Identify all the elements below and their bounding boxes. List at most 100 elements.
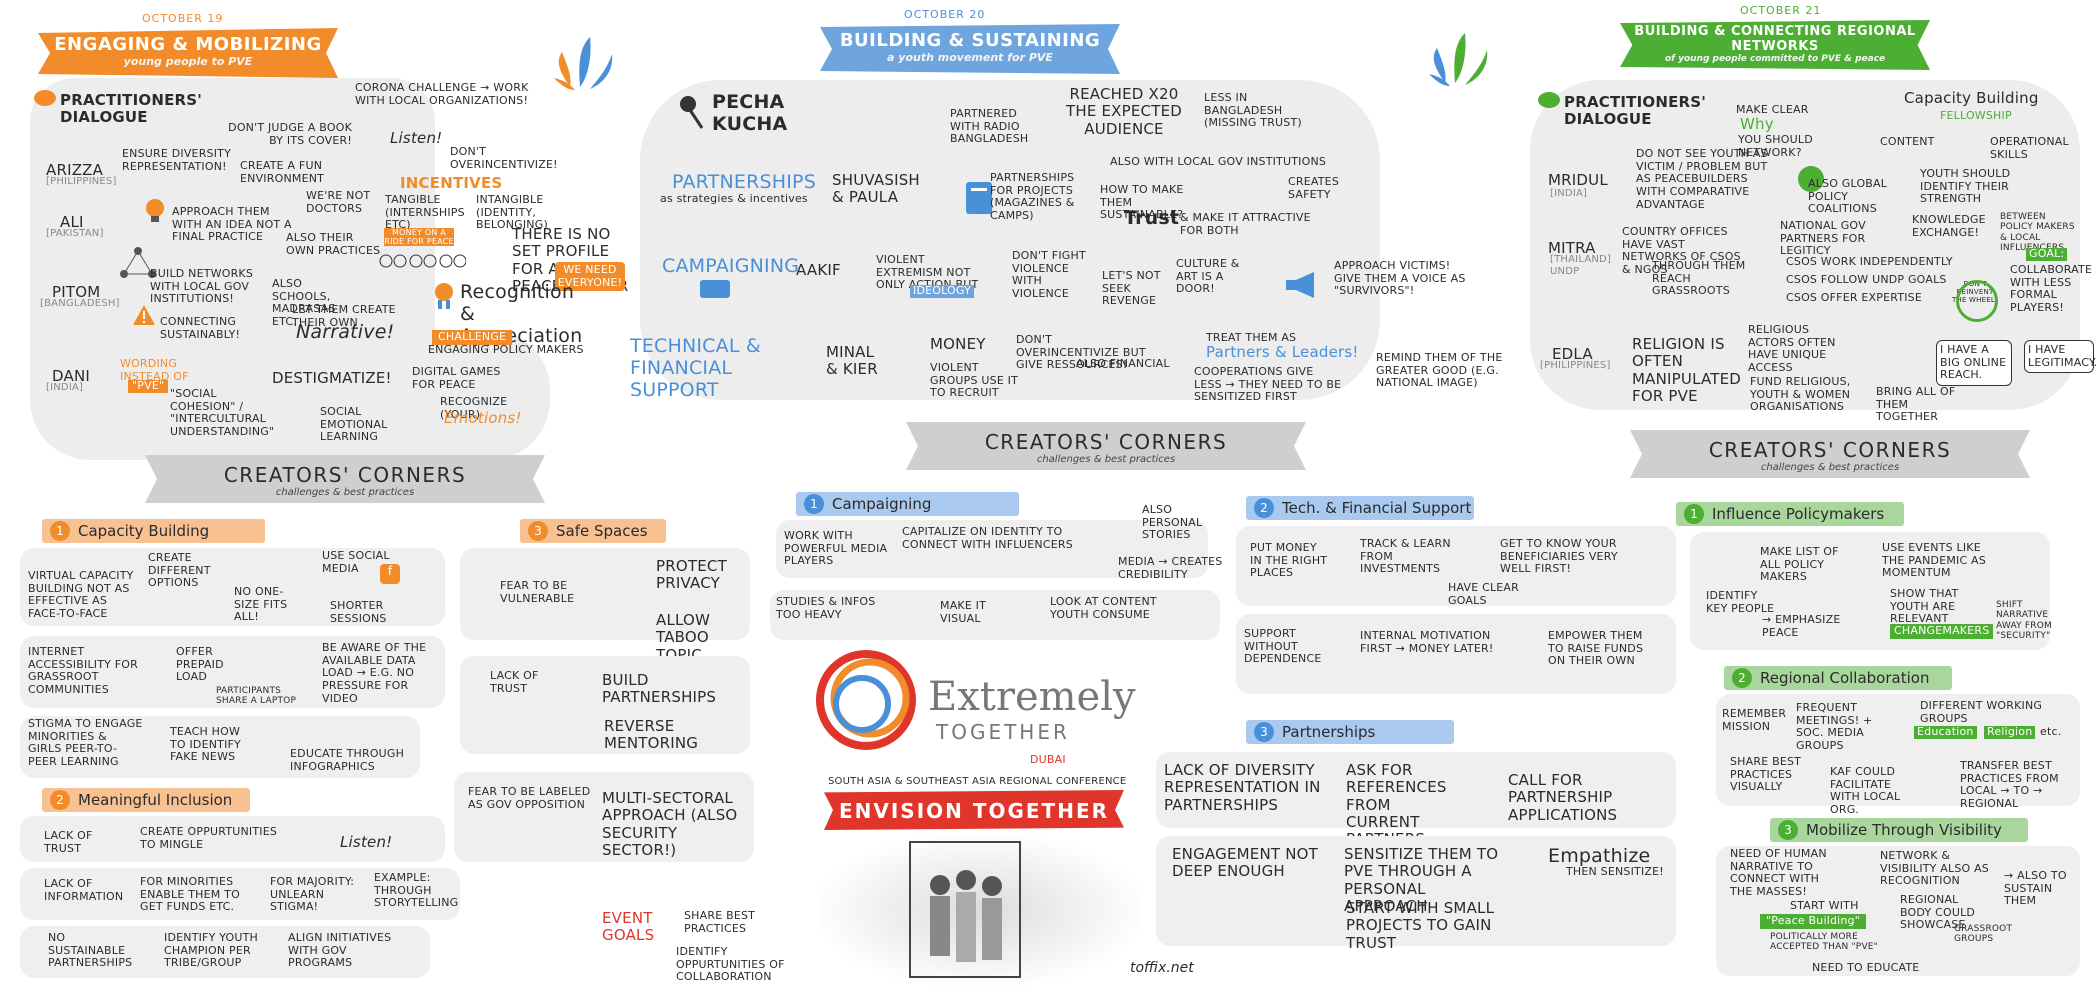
col1-own-practices: ALSO THEIR OWN PRACTICES xyxy=(286,231,381,257)
megaphone-icon xyxy=(1286,272,1314,298)
corner2-sensitize: SENSITIZE THEM TO PVE THROUGH A PERSONAL… xyxy=(1344,845,1499,915)
corner3-peace-building: "Peace Building" xyxy=(1760,914,1867,929)
col3-youth-identify: YOUTH SHOULD IDENTIFY THEIR STRENGTH xyxy=(1920,167,2011,206)
col1-pitom-country: [BANGLADESH] xyxy=(40,298,120,309)
corner3-section3-title: Mobilize Through Visibility xyxy=(1806,821,2002,839)
col2-date: OCTOBER 20 xyxy=(904,8,986,21)
col3-religion: RELIGION IS OFTEN MANIPULATED FOR PVE xyxy=(1632,335,1742,405)
col2-dont-overinc: DON'T OVERINCENTIVIZE BUT GIVE RESSOURCE… xyxy=(1016,333,1146,372)
col3-csos-work: CSOs WORK INDEPENDENTLY xyxy=(1786,255,1953,268)
col3-big-online: I HAVE A BIG ONLINE REACH. xyxy=(1936,340,2012,386)
wheel-icon xyxy=(1956,280,1998,322)
col3-capacity: Capacity Building xyxy=(1904,89,2039,107)
col1-listen: Listen! xyxy=(390,129,443,147)
corner2-card4 xyxy=(1236,614,1676,694)
warning-icon xyxy=(133,305,155,325)
corner1-card9 xyxy=(454,772,754,862)
corner1-card5 xyxy=(20,868,460,920)
col3-operational: OPERATIONAL SKILLS xyxy=(1990,135,2069,161)
corner2-title: CREATORS' CORNERS xyxy=(984,430,1228,454)
col3-mridul-country: [INDIA] xyxy=(1550,188,1588,199)
col1-arizza-country: [PHILIPPINES] xyxy=(46,176,117,187)
corner1-infographics: EDUCATE THROUGH INFOGRAPHICS xyxy=(290,747,405,773)
col1-we-need: WE NEED EVERYONE! xyxy=(555,262,625,292)
corner2-section3-title: Partnerships xyxy=(1282,723,1376,741)
col2-aakif: AAKIF xyxy=(796,261,841,279)
corner2-put-money: PUT MONEY IN THE RIGHT PLACES xyxy=(1250,541,1328,580)
col3-national-gov: NATIONAL GOV PARTNERS FOR LEGITICY xyxy=(1780,219,1866,258)
col1-corona: CORONA CHALLENGE → WORK WITH LOCAL ORGAN… xyxy=(355,81,529,107)
col3-religious-actors: RELIGIOUS ACTORS OFTEN HAVE UNIQUE ACCES… xyxy=(1748,323,1836,374)
corner3-kaf: KAF COULD FACILITATE WITH LOCAL ORG. xyxy=(1830,765,1901,816)
col1-ensure: ENSURE DIVERSITY REPRESENTATION! xyxy=(122,147,231,173)
corner1-minorities: FOR MINORITIES ENABLE THEM TO GET FUNDS … xyxy=(140,875,240,914)
col2-dont-fight: DON'T FIGHT VIOLENCE WITH VIOLENCE xyxy=(1012,249,1086,300)
col3-through-them: THROUGH THEM REACH GRASSROOTS xyxy=(1652,259,1746,298)
corner1-majority: FOR MAJORITY: UNLEARN STIGMA! xyxy=(270,875,355,914)
col1-banner-subtitle: young people to PVE xyxy=(123,55,253,68)
corner3-frequent: FREQUENT MEETINGS! + SOC. MEDIA GROUPS xyxy=(1796,701,1873,752)
corner2-media-players: WORK WITH POWERFUL MEDIA PLAYERS xyxy=(784,529,888,568)
corner3-remember: REMEMBER MISSION xyxy=(1722,707,1787,733)
corner3-human-narrative: NEED OF HUMAN NARRATIVE TO CONNECT WITH … xyxy=(1730,847,1827,898)
col1-recognize: RECOGNIZE (YOUR) xyxy=(440,395,508,421)
corner3-card2 xyxy=(1716,694,2080,806)
col1-fun-env: CREATE A FUN ENVIRONMENT xyxy=(240,159,325,185)
col2-money: MONEY xyxy=(930,335,986,353)
corner1-card7 xyxy=(460,548,750,640)
col1-build-networks: BUILD NETWORKS WITH LOCAL GOV INSTITUTIO… xyxy=(150,267,254,306)
corner2-lack-div: LACK OF DIVERSITY REPRESENTATION IN PART… xyxy=(1164,761,1321,814)
speech-bubble-icon-green xyxy=(1538,92,1560,108)
corner1-fear-labeled: FEAR TO BE LABELED AS GOV OPPOSITION xyxy=(468,785,591,811)
corner1-laptop: PARTICIPANTS SHARE A LAPTOP xyxy=(216,686,297,707)
corner3-network-vis: NETWORK & VISIBILITY ALSO AS Recognition xyxy=(1880,849,1989,888)
corner1-section2-num: 2 xyxy=(50,790,70,810)
corner1-create-diff: CREATE DIFFERENT OPTIONS xyxy=(148,551,211,590)
lightbulb-icon xyxy=(146,199,164,222)
corner2-youth-consume: LOOK AT CONTENT YOUTH CONSUME xyxy=(1050,595,1157,621)
col1-sel: SOCIAL EMOTIONAL LEARNING xyxy=(320,405,388,444)
social-media-icon: f xyxy=(380,564,400,584)
corner3-section2-num: 2 xyxy=(1732,668,1752,688)
corner3-identify-key: IDENTIFY KEY PEOPLE xyxy=(1706,589,1775,615)
col3-should-network: YOU SHOULD NETWORK? xyxy=(1738,133,1813,159)
globe-icon xyxy=(1798,166,1824,192)
corner1-align: ALIGN INITIATIVES WITH GOV PROGRAMS xyxy=(288,931,392,970)
col3-legitimacy: I HAVE LEGITIMACY. xyxy=(2024,340,2097,374)
corner3-shift: SHIFT NARRATIVE AWAY FROM "SECURITY" xyxy=(1996,600,2052,642)
col1-emotions: Emotions! xyxy=(444,409,522,427)
corner2-support: SUPPORT WITHOUT DEPENDENCE xyxy=(1244,627,1322,666)
medal-icon xyxy=(435,283,453,309)
people-at-door-icon xyxy=(909,841,1021,978)
corner1-lack-trust2: LACK OF TRUST xyxy=(490,669,539,695)
corner3-religion: Religion xyxy=(1984,725,2036,739)
corner1-shorter: SHORTER SESSIONS xyxy=(330,599,387,625)
col3-banner-subtitle: of young people committed to PVE & peace xyxy=(1664,54,1886,64)
corner1-subtitle: challenges & best practices xyxy=(275,487,415,498)
corner1-internet: INTERNET ACCESSIBILITY FOR GRASSROOT COM… xyxy=(28,645,138,696)
col3-date: OCTOBER 21 xyxy=(1740,4,1822,17)
col3-mridul: MRIDUL xyxy=(1548,171,1608,189)
col1-dani-country: [INDIA] xyxy=(46,382,84,393)
goals-identify: IDENTIFY OPPURTUNITIES OF COLLABORATION xyxy=(676,945,785,984)
corner3-working-groups: DIFFERENT WORKING GROUPS xyxy=(1920,699,2043,725)
col3-mitra: MITRA xyxy=(1548,239,1596,257)
cyclists-icon xyxy=(379,254,466,268)
corner1-lack-trust: LACK OF TRUST xyxy=(44,829,93,855)
corner1-card1 xyxy=(20,548,445,626)
col2-banner-subtitle: a youth movement for PVE xyxy=(887,51,1053,64)
corner1-card2 xyxy=(20,636,445,708)
corner2-section2-title: Tech. & Financial Support xyxy=(1282,499,1472,517)
col1-digital-games: DIGITAL GAMES FOR PEACE xyxy=(412,365,501,391)
col1-let-them: LET THEM CREATE THEIR OWN xyxy=(292,303,396,329)
col2-shuvasish: SHUVASISH & PAULA xyxy=(832,171,920,207)
col2-partnerships-title: PARTNERSHIPS xyxy=(672,171,816,193)
corner1-listen: Listen! xyxy=(340,833,393,851)
corner1-fake-news: TEACH HOW TO IDENTIFY FAKE NEWS xyxy=(170,725,241,764)
col1-dont-overincentivize: DON'T OVERINCENTIVIZE! xyxy=(450,145,558,171)
corner3-show-youth: SHOW THAT YOUTH ARE relevant xyxy=(1890,587,1959,626)
corner1-virtual: VIRTUAL CAPACITY BUILDING NOT AS EFFECTI… xyxy=(28,569,134,620)
